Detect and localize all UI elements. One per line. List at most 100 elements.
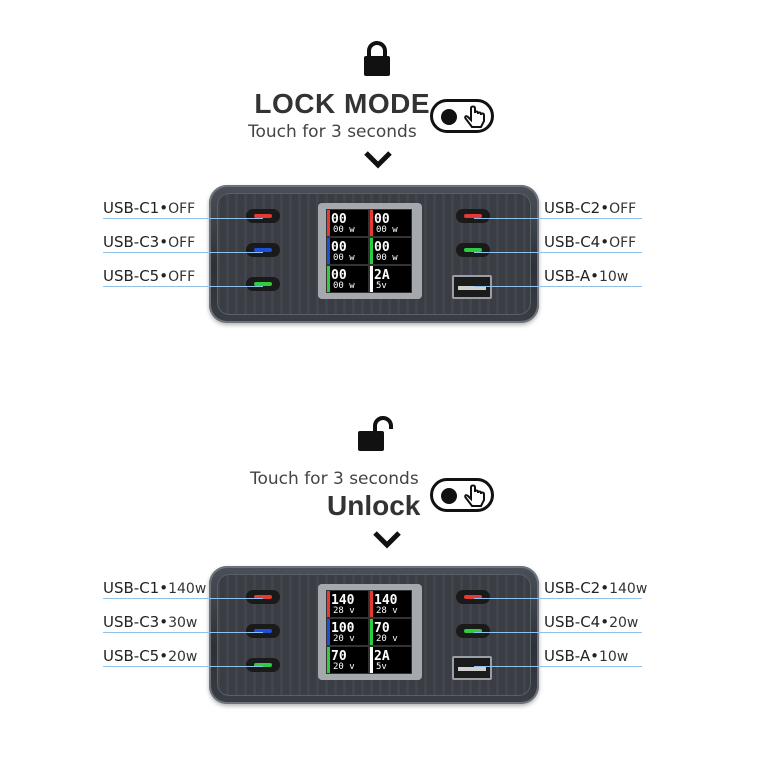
port-usb-c2: [456, 590, 490, 604]
leader-line: [103, 598, 263, 599]
hand-pointer-icon: [464, 105, 485, 128]
screen-cell-subvalue: 20 v: [333, 634, 355, 644]
port-usb-c5: [246, 277, 280, 291]
leader-line: [103, 218, 263, 219]
chevron-down-icon: [372, 530, 401, 549]
screen-cell-subvalue: 00 w: [376, 225, 398, 235]
leader-line: [103, 286, 263, 287]
screen-cell-value: 00: [331, 212, 347, 227]
screen-cell-subvalue: 00 w: [333, 225, 355, 235]
lock-open-icon: [356, 415, 396, 458]
leader-line: [103, 252, 263, 253]
screen-cell-subvalue: 28 v: [376, 606, 398, 616]
screen-cell-color-bar: [327, 266, 330, 292]
leader-line: [474, 286, 642, 287]
label-usb-c3: USB-C3•30w: [103, 613, 198, 631]
screen-cell-value: 2A: [374, 268, 390, 283]
leader-line: [103, 632, 263, 633]
screen-cell-subvalue: 28 v: [333, 606, 355, 616]
label-usb-c1: USB-C1•140w: [103, 579, 207, 597]
screen-cell-value: 00: [331, 268, 347, 283]
screen-cell-subvalue: 20 v: [333, 662, 355, 672]
screen-cell-color-bar: [370, 266, 373, 292]
leader-line: [474, 252, 642, 253]
screen-cell-color-bar: [370, 591, 373, 617]
leader-line: [474, 598, 642, 599]
lock-touch-toggle[interactable]: [430, 99, 494, 133]
label-usb-c2: USB-C2•OFF: [544, 199, 637, 217]
port-usb-c3: [246, 243, 280, 257]
leader-line: [474, 632, 642, 633]
screen-cell-color-bar: [327, 647, 330, 673]
screen-cell-subvalue: 00 w: [333, 281, 355, 291]
lock-mode-title: LOCK MODE: [254, 88, 430, 119]
screen-cell-color-bar: [370, 647, 373, 673]
port-usb-c1: [246, 209, 280, 223]
label-usb-c2: USB-C2•140w: [544, 579, 648, 597]
screen-cell-color-bar: [370, 619, 373, 645]
chevron-down-icon: [363, 150, 392, 169]
port-usb-c5: [246, 658, 280, 672]
screen-cell-color-bar: [327, 619, 330, 645]
port-usb-a: [452, 656, 492, 680]
screen-cell-subvalue: 00 w: [333, 253, 355, 263]
label-usb-c1: USB-C1•OFF: [103, 199, 196, 217]
screen-cell-color-bar: [327, 238, 330, 264]
hand-pointer-icon: [464, 484, 485, 507]
leader-line: [474, 666, 642, 667]
unlock-touch-toggle[interactable]: [430, 478, 494, 512]
port-usb-c1: [246, 590, 280, 604]
screen-cell-value: 140: [331, 593, 355, 608]
port-usb-c2: [456, 209, 490, 223]
toggle-dot: [441, 109, 457, 125]
screen-cell-value: 00: [374, 240, 390, 255]
lock-closed-icon: [362, 40, 392, 83]
port-usb-c4: [456, 624, 490, 638]
screen-cell-value: 70: [331, 649, 347, 664]
screen-cell-value: 70: [374, 621, 390, 636]
label-usb-c4: USB-C4•OFF: [544, 233, 637, 251]
toggle-dot: [441, 488, 457, 504]
screen-cell-value: 2A: [374, 649, 390, 664]
port-usb-c3: [246, 624, 280, 638]
leader-line: [474, 218, 642, 219]
screen-cell-value: 00: [331, 240, 347, 255]
screen-cell-color-bar: [370, 210, 373, 236]
label-usb-a: USB-A•10w: [544, 267, 629, 285]
unlock-subtitle: Touch for 3 seconds: [250, 469, 419, 489]
label-usb-c5: USB-C5•OFF: [103, 267, 196, 285]
screen-cell-color-bar: [370, 238, 373, 264]
label-usb-c3: USB-C3•OFF: [103, 233, 196, 251]
label-usb-c4: USB-C4•20w: [544, 613, 639, 631]
unlock-title: Unlock: [327, 490, 421, 521]
label-usb-a: USB-A•10w: [544, 647, 629, 665]
screen-cell-color-bar: [327, 210, 330, 236]
port-usb-a: [452, 275, 492, 299]
port-usb-c4: [456, 243, 490, 257]
screen-cell-subvalue: 20 v: [376, 634, 398, 644]
label-usb-c5: USB-C5•20w: [103, 647, 198, 665]
screen-cell-value: 100: [331, 621, 355, 636]
screen-cell-subvalue: 5v: [376, 281, 387, 291]
screen-cell-subvalue: 5v: [376, 662, 387, 672]
lock-subtitle: Touch for 3 seconds: [248, 122, 417, 142]
leader-line: [103, 666, 263, 667]
screen-cell-value: 00: [374, 212, 390, 227]
screen-cell-value: 140: [374, 593, 398, 608]
